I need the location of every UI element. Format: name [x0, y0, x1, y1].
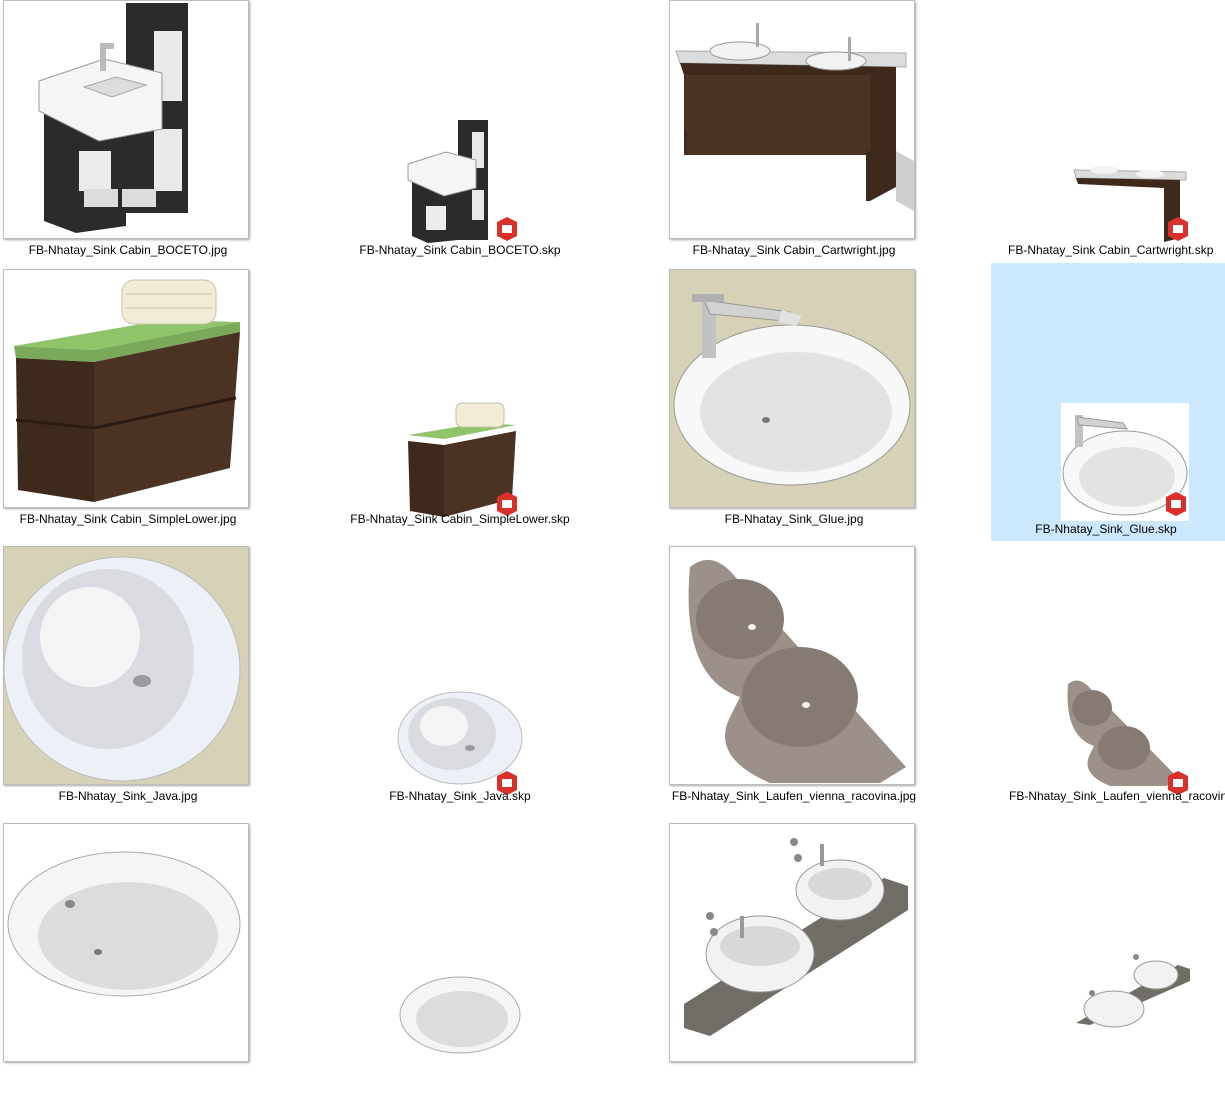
file-tile[interactable]: FB-Nhatay_Sink_Java.skp [330, 546, 640, 824]
oval-tub-basin-icon [399, 976, 521, 1054]
file-tile[interactable]: FB-Nhatay_Sink Cabin_SimpleLower.skp [330, 269, 640, 547]
thumbnail[interactable] [3, 546, 249, 785]
file-tile[interactable]: FB-Nhatay_Sink Cabin_Cartwright.skp [1008, 0, 1225, 278]
thumbnail[interactable] [3, 269, 249, 508]
thumbnail[interactable] [669, 269, 915, 508]
oval-tub-basin-icon [7, 851, 241, 997]
thumbnail[interactable] [3, 0, 249, 239]
file-tile[interactable]: FB-Nhatay_Sink_Laufen_vienna_racovina. [1009, 546, 1225, 824]
thumbnail[interactable] [669, 823, 915, 1062]
wood-cabinet-green-top-icon [14, 279, 240, 502]
file-tile[interactable]: FB-Nhatay_Sink Cabin_SimpleLower.jpg [3, 269, 313, 547]
sketchup-icon [1166, 492, 1186, 516]
file-tile[interactable]: FB-Nhatay_Sink Cabin_Cartwright.jpg [669, 0, 979, 278]
wood-cabinet-green-top-icon [408, 402, 516, 517]
file-name: FB-Nhatay_Sink_Laufen_vienna_racovina. [1009, 789, 1225, 803]
oval-basin-icon [397, 691, 523, 785]
oval-basin-icon [4, 556, 241, 782]
double-vanity-wood-icon [675, 23, 914, 211]
file-tile[interactable]: FB-Nhatay_Sink Cabin_BOCETO.jpg [3, 0, 313, 278]
sketchup-icon [1168, 771, 1188, 795]
file-tile[interactable] [1010, 823, 1225, 1101]
file-tile[interactable] [669, 823, 979, 1101]
thumbnail[interactable] [3, 823, 249, 1062]
file-tile[interactable]: FB-Nhatay_Sink_Glue.jpg [669, 269, 979, 547]
marble-double-basin-icon [1067, 680, 1180, 786]
thumbnail[interactable] [669, 0, 915, 239]
file-tile[interactable] [330, 823, 640, 1101]
vanity-cabinet-dark-icon [38, 3, 188, 233]
file-name: FB-Nhatay_Sink_Glue.jpg [724, 512, 864, 526]
file-name: FB-Nhatay_Sink_Glue.skp [1035, 522, 1177, 536]
twin-vessel-sinks-icon [684, 838, 908, 1036]
file-name: FB-Nhatay_Sink_Java.skp [389, 789, 531, 803]
file-tile[interactable]: FB-Nhatay_Sink_Java.jpg [3, 546, 313, 824]
file-name: FB-Nhatay_Sink_Laufen_vienna_racovina.jp… [671, 789, 917, 803]
sketchup-icon [497, 217, 517, 241]
file-name: FB-Nhatay_Sink Cabin_BOCETO.jpg [28, 243, 228, 257]
file-tile[interactable]: FB-Nhatay_Sink Cabin_BOCETO.skp [330, 0, 640, 278]
marble-double-basin-icon [688, 559, 906, 783]
vanity-cabinet-dark-icon [407, 120, 488, 243]
sketchup-icon [497, 492, 517, 516]
file-name: FB-Nhatay_Sink Cabin_BOCETO.skp [359, 243, 561, 257]
round-basin-faucet-icon [673, 294, 911, 486]
file-tile[interactable]: FB-Nhatay_Sink_Glue.skp [991, 263, 1225, 541]
file-name: FB-Nhatay_Sink Cabin_SimpleLower.jpg [19, 512, 237, 526]
file-name: FB-Nhatay_Sink Cabin_Cartwright.jpg [692, 243, 896, 257]
thumbnail[interactable] [669, 546, 915, 785]
file-name: FB-Nhatay_Sink Cabin_SimpleLower.skp [350, 512, 570, 526]
file-tile[interactable]: FB-Nhatay_Sink_Laufen_vienna_racovina.jp… [669, 546, 979, 824]
sketchup-icon [497, 771, 517, 795]
file-name: FB-Nhatay_Sink Cabin_Cartwright.skp [1008, 243, 1214, 257]
twin-vessel-sinks-icon [1076, 954, 1190, 1028]
file-name: FB-Nhatay_Sink_Java.jpg [58, 789, 198, 803]
file-tile[interactable] [3, 823, 313, 1101]
sketchup-icon [1168, 217, 1188, 241]
round-basin-faucet-icon [1062, 415, 1188, 516]
